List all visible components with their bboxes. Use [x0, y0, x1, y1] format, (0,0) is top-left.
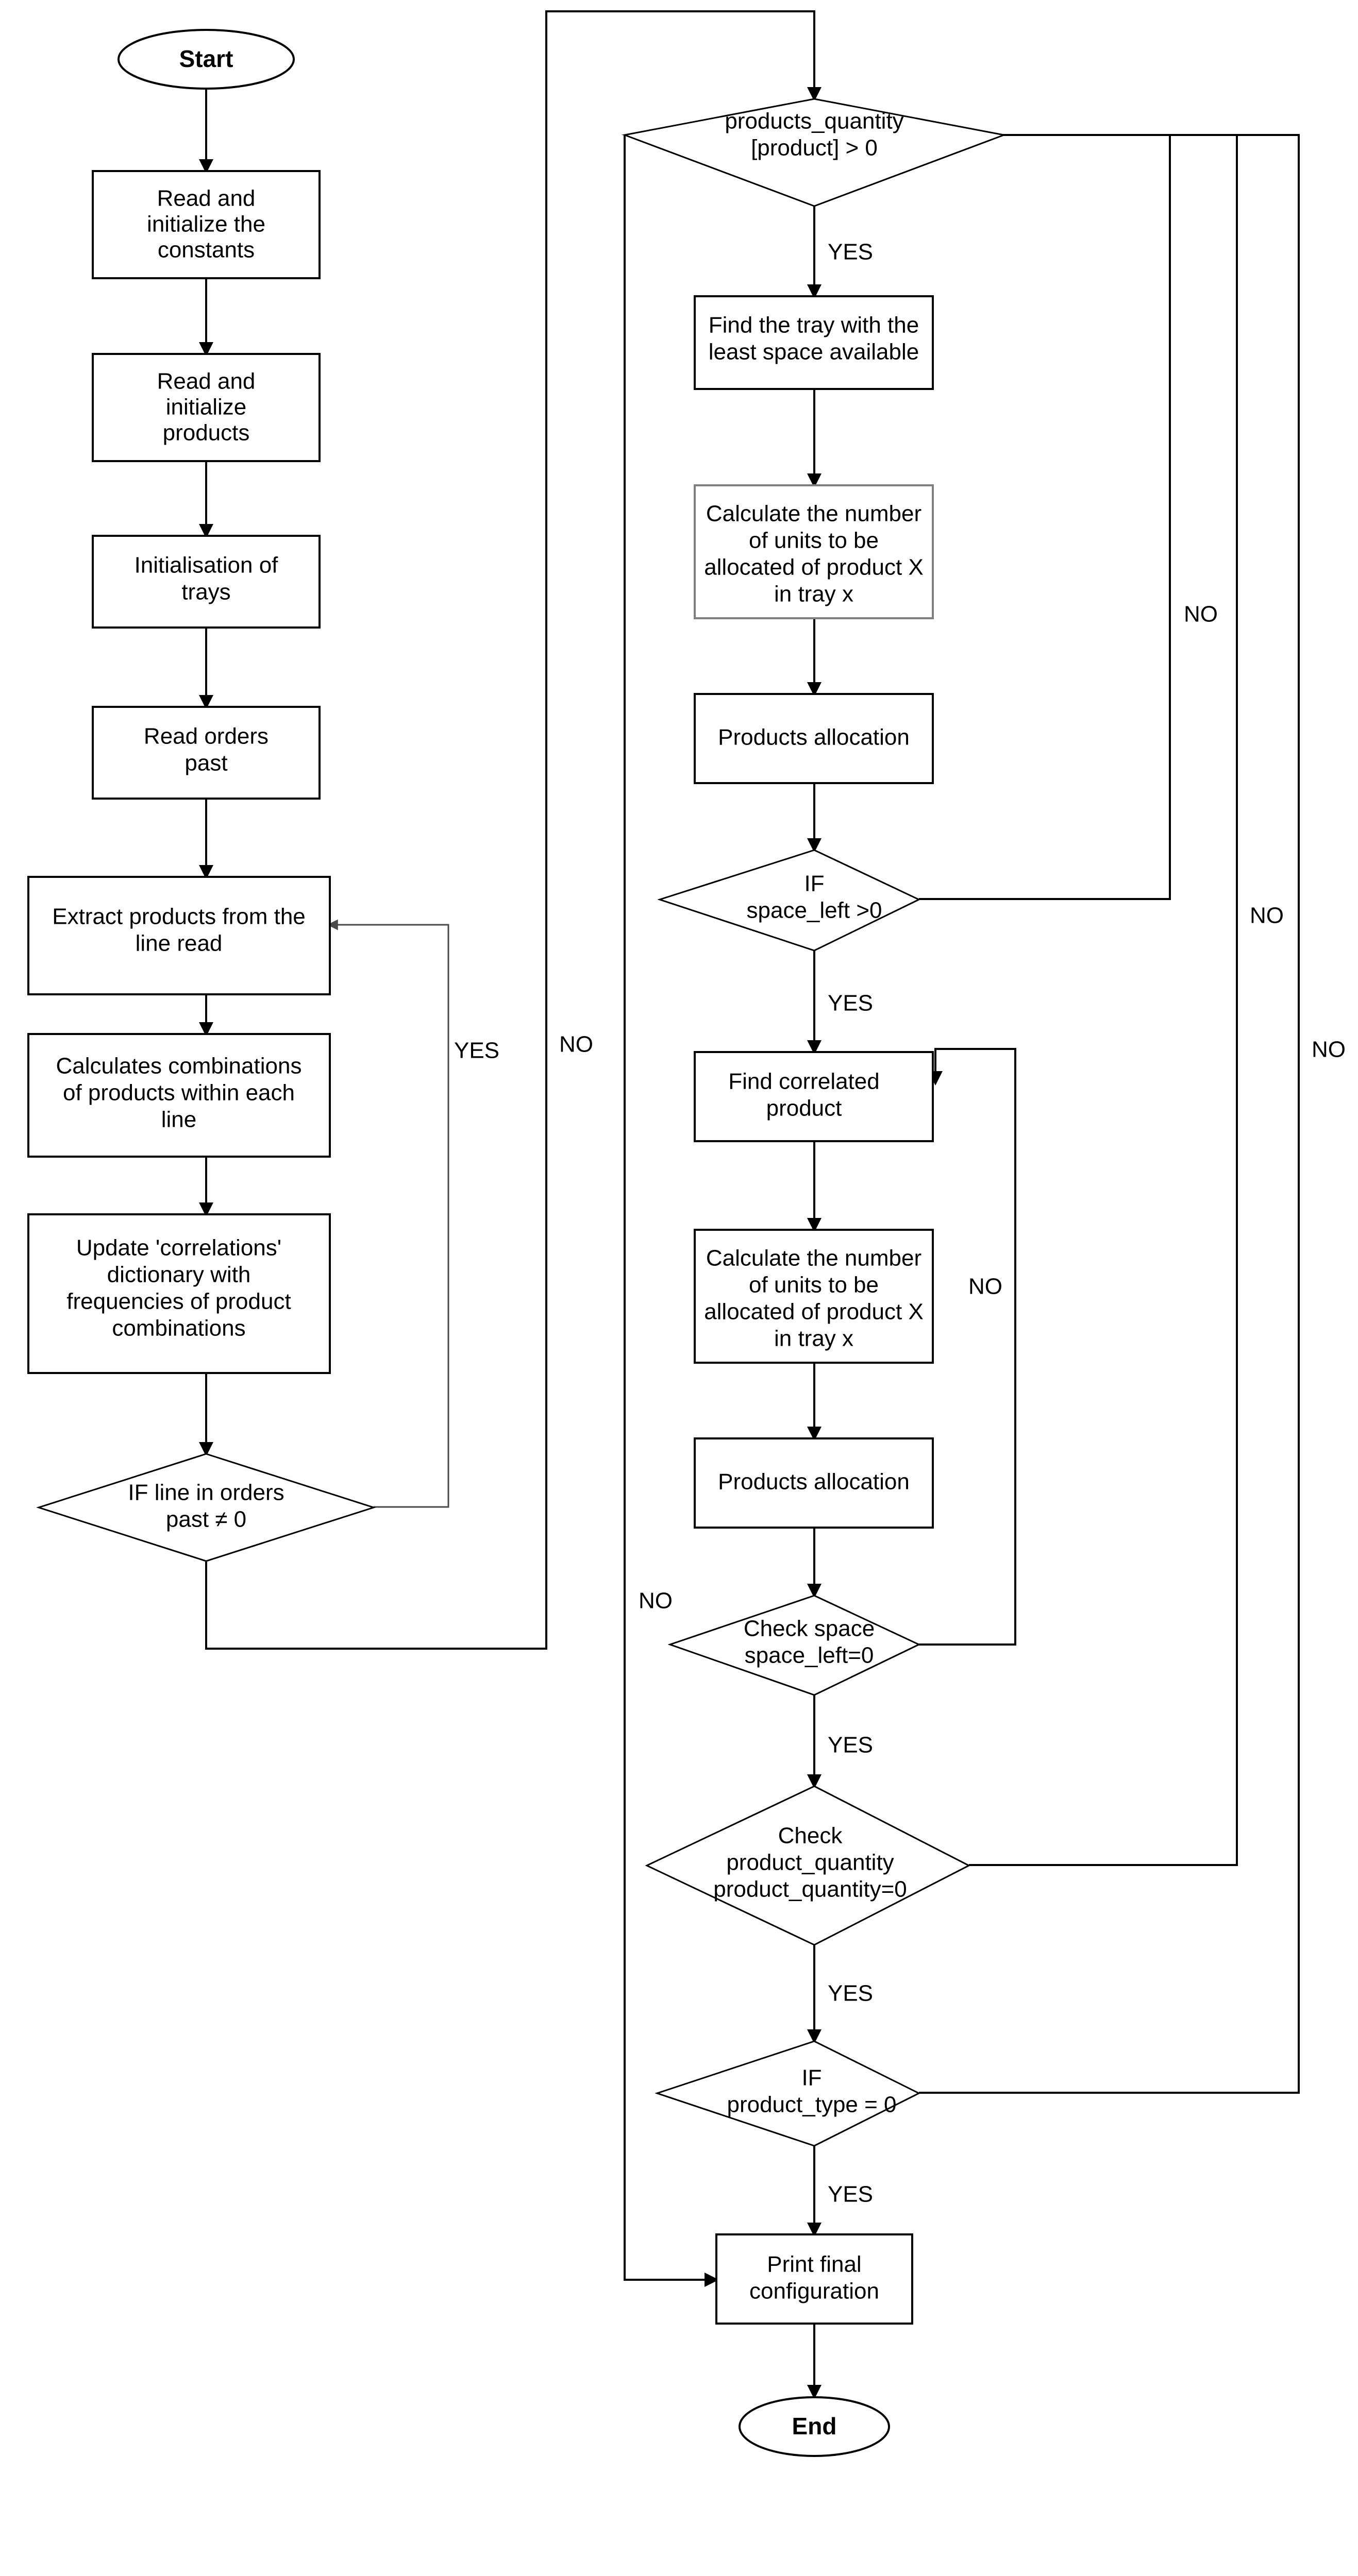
node-products-quantity-line2: [product] > 0 [751, 135, 878, 161]
node-calc-units-1-line1: Calculate the number [706, 501, 921, 527]
node-print-final-line2: configuration [749, 2279, 879, 2304]
node-if-product-type-line1: IF [801, 2065, 821, 2091]
node-if-product-type-line2: product_type = 0 [727, 2092, 896, 2117]
node-extract-products-line2: line read [136, 931, 223, 956]
node-end: End [739, 2396, 890, 2457]
edge-label-yes-prodqty: YES [828, 240, 873, 265]
node-calc-combos-line3: line [161, 1107, 197, 1132]
node-print-final-configuration: Print final configuration [715, 2233, 913, 2325]
edge-prodqty-no-to-print-final [624, 135, 719, 2287]
node-check-product-quantity-line3: product_quantity=0 [713, 1877, 907, 1902]
node-calc-units-1-line3: allocated of product X [704, 555, 924, 580]
node-start-label: Start [179, 45, 233, 72]
node-read-constants: Read and initialize the constants [92, 170, 321, 279]
node-read-orders: Read orders past [92, 706, 321, 800]
edge-label-no-to-print: NO [639, 1588, 673, 1614]
edge-label-no-left-to-top: NO [559, 1032, 593, 1057]
node-find-correlated-line1: Find correlated [728, 1069, 879, 1094]
node-end-label: End [792, 2413, 837, 2439]
node-products-allocation-2-label: Products allocation [718, 1469, 910, 1495]
connector-layer [199, 10, 1300, 2399]
node-if-space-left-gt0: IF space_left >0 [657, 849, 921, 952]
node-update-correlations-line4: combinations [112, 1316, 245, 1341]
node-products-allocation-1-label: Products allocation [718, 725, 910, 750]
edge-label-yes-checkquantity: YES [828, 1981, 873, 2006]
node-find-tray: Find the tray with the least space avail… [694, 295, 934, 390]
node-update-correlations-line3: frequencies of product [66, 1289, 291, 1314]
node-if-line-in-orders-line1: IF line in orders [128, 1480, 284, 1505]
edge-label-yes-checkspace: YES [828, 1733, 873, 1758]
node-calc-combos: Calculates combinations of products with… [27, 1033, 331, 1158]
node-products-allocation-2: Products allocation [694, 1437, 934, 1529]
node-products-quantity-gt0: products_quantity [product] > 0 [622, 98, 1007, 207]
node-update-correlations: Update 'correlations' dictionary with fr… [27, 1213, 331, 1374]
node-calc-units-2-line2: of units to be [749, 1273, 879, 1298]
edge-if-product-type-no [919, 134, 1300, 2094]
node-read-products: Read and initialize products [92, 353, 321, 462]
node-if-space-left-line2: space_left >0 [747, 898, 882, 923]
node-calc-units-1: Calculate the number of units to be allo… [694, 484, 934, 619]
node-read-products-line1: Read and [157, 369, 256, 394]
node-if-space-left-line1: IF [804, 871, 824, 896]
node-find-correlated-product: Find correlated product [694, 1051, 934, 1142]
node-read-products-line2: initialize [166, 395, 247, 420]
node-read-orders-line1: Read orders [144, 724, 269, 749]
node-init-trays-line1: Initialisation of [135, 553, 279, 578]
node-update-correlations-line2: dictionary with [107, 1262, 251, 1287]
node-print-final-line1: Print final [767, 2252, 861, 2277]
node-update-correlations-line1: Update 'correlations' [76, 1235, 281, 1261]
node-check-space: Check space space_left=0 [667, 1595, 921, 1696]
node-products-quantity-line1: products_quantity [725, 109, 903, 134]
node-calc-units-1-line4: in tray x [774, 582, 853, 607]
node-read-constants-line1: Read and [157, 186, 256, 211]
node-find-correlated-line2: product [766, 1096, 842, 1121]
node-start: Start [118, 29, 295, 90]
node-init-trays-line2: trays [181, 580, 230, 605]
edge-if-space-left-no [919, 128, 1171, 900]
node-init-trays: Initialisation of trays [92, 535, 321, 629]
edge-if-line-no-to-prodqty [205, 10, 821, 1650]
node-if-product-type: IF product_type = 0 [655, 2040, 921, 2147]
node-check-product-quantity-line1: Check [778, 1823, 843, 1849]
node-check-space-line1: Check space [744, 1616, 875, 1641]
node-calc-units-2-line1: Calculate the number [706, 1246, 921, 1271]
node-read-orders-line2: past [185, 751, 227, 776]
node-calc-units-1-line2: of units to be [749, 528, 879, 553]
edge-label-layer: YES NO YES NO YES NO YES NO YES NO YES N… [454, 240, 1346, 2207]
node-if-line-in-orders-line2: past ≠ 0 [166, 1507, 246, 1532]
node-find-tray-line1: Find the tray with the [709, 313, 919, 338]
node-calc-units-2-line3: allocated of product X [704, 1299, 924, 1325]
edge-label-yes-producttype: YES [828, 2182, 873, 2207]
node-check-space-line2: space_left=0 [745, 1643, 874, 1668]
edge-if-line-yes-loopback [327, 919, 449, 1508]
node-find-tray-line2: least space available [709, 340, 919, 365]
edge-label-no-spaceleft: NO [1184, 602, 1218, 627]
node-read-constants-line2: initialize the [147, 212, 265, 237]
node-calc-units-2: Calculate the number of units to be allo… [694, 1229, 934, 1364]
edge-label-no-checkquantity: NO [1250, 903, 1284, 928]
node-read-constants-line3: constants [158, 238, 255, 263]
edge-label-yes-left-loop: YES [454, 1038, 499, 1063]
node-calc-units-2-line4: in tray x [774, 1326, 853, 1351]
node-calc-combos-line1: Calculates combinations [56, 1054, 302, 1079]
node-calc-combos-line2: of products within each [63, 1080, 295, 1106]
edge-label-no-checkspace: NO [968, 1274, 1002, 1299]
edge-check-space-no [919, 1048, 1016, 1646]
node-read-products-line3: products [163, 420, 250, 446]
node-check-product-quantity-line2: product_quantity [726, 1850, 894, 1875]
node-products-allocation-1: Products allocation [694, 693, 934, 784]
edge-label-yes-spaceleft: YES [828, 991, 873, 1016]
node-check-product-quantity: Check product_quantity product_quantity=… [645, 1785, 971, 1946]
node-extract-products-line1: Extract products from the [52, 904, 306, 929]
node-extract-products: Extract products from the line read [27, 876, 331, 995]
edge-label-no-producttype: NO [1312, 1037, 1346, 1062]
node-if-line-in-orders: IF line in orders past ≠ 0 [36, 1453, 376, 1562]
edge-check-quantity-no [928, 134, 1238, 1866]
